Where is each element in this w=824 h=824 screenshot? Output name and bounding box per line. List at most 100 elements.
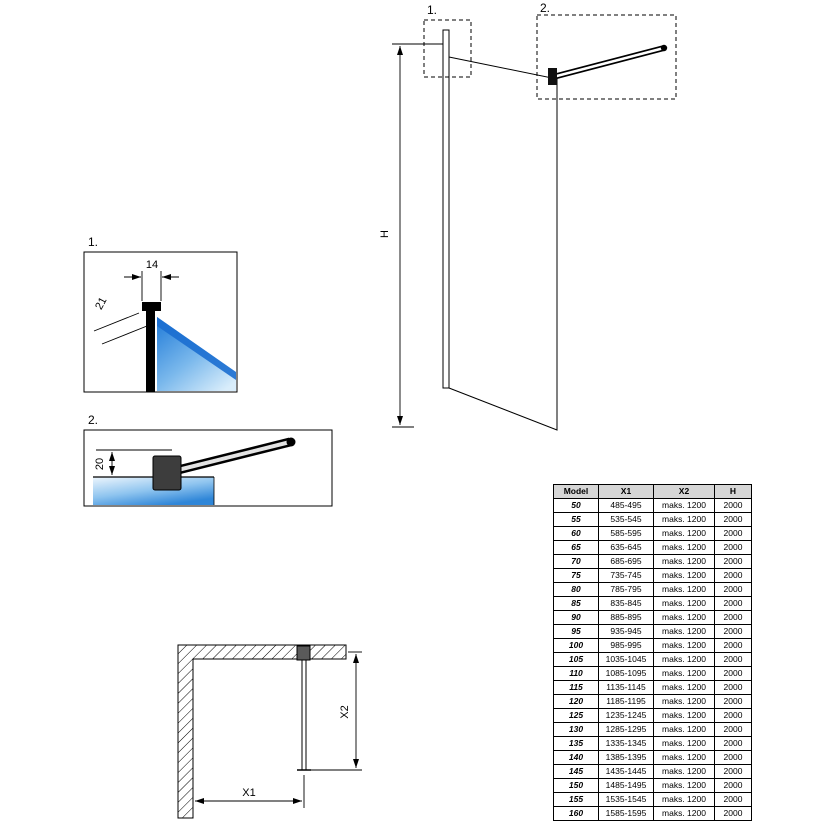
table-cell: 1335-1345 [598,736,654,751]
table-cell: maks. 1200 [653,806,715,821]
table-cell: 1435-1445 [598,764,654,779]
table-cell: maks. 1200 [653,554,715,569]
height-dim-label: H [379,230,391,238]
glass-clamp [152,455,182,491]
table-cell: 2000 [714,806,752,821]
table-cell: maks. 1200 [653,540,715,555]
profile-cap-section [142,302,161,311]
detail1-callout-box [423,19,472,78]
table-cell: maks. 1200 [653,652,715,667]
glass-section-edge [157,317,236,380]
front-view: H 1. 2. [379,1,677,431]
cell-model: 155 [553,792,599,807]
table-cell: 2000 [714,540,752,555]
profile-width-label: 14 [146,259,158,271]
cell-model: 80 [553,582,599,597]
table-cell: maks. 1200 [653,722,715,737]
table-cell: 1585-1595 [598,806,654,821]
cell-model: 115 [553,680,599,695]
table-cell: 485-495 [598,498,654,513]
table-cell: 2000 [714,778,752,793]
detail1-callout-label: 1. [427,3,437,17]
table-cell: 2000 [714,624,752,639]
table-cell: 2000 [714,750,752,765]
table-cell: 2000 [714,708,752,723]
col-header-x2: X2 [653,484,715,499]
table-cell: maks. 1200 [653,792,715,807]
table-cell: maks. 1200 [653,624,715,639]
detail2-frame [83,429,333,507]
x2-dim-label: X2 [339,705,351,718]
support-bar-detail-fill [177,440,291,472]
table-cell: maks. 1200 [653,582,715,597]
bar-wall-end-front [660,44,668,52]
bar-clamp-front [548,68,557,85]
table-cell: 1035-1045 [598,652,654,667]
table-cell: 885-895 [598,610,654,625]
table-cell: maks. 1200 [653,680,715,695]
bar-offset-label: 20 [94,458,106,470]
col-header-model: Model [553,484,599,499]
detail-2: 2. 20 [83,413,333,507]
table-cell: 1385-1395 [598,750,654,765]
profile-plan [296,645,311,661]
table-cell: maks. 1200 [653,778,715,793]
table-cell: 1485-1495 [598,778,654,793]
detail2-label: 2. [88,413,98,427]
detail2-callout-label: 2. [540,1,550,15]
profile-depth-label: 21 [93,295,109,311]
table-cell: maks. 1200 [653,596,715,611]
walls-hatched-plan [177,644,347,819]
profile-body-section [146,311,155,392]
table-cell: 835-845 [598,596,654,611]
table-cell: 535-545 [598,512,654,527]
table-cell: 1135-1145 [598,680,654,695]
cell-model: 150 [553,778,599,793]
table-cell: 1535-1545 [598,792,654,807]
table-cell: 1185-1195 [598,694,654,709]
cell-model: 160 [553,806,599,821]
plan-view: X2 X1 [177,644,362,819]
table-cell: 1285-1295 [598,722,654,737]
table-cell: 2000 [714,498,752,513]
cell-model: 70 [553,554,599,569]
table-cell: maks. 1200 [653,750,715,765]
cell-model: 50 [553,498,599,513]
detail1-label: 1. [88,235,98,249]
table-cell: 2000 [714,736,752,751]
cell-model: 135 [553,736,599,751]
table-cell: maks. 1200 [653,708,715,723]
table-cell: 2000 [714,722,752,737]
table-cell: 2000 [714,680,752,695]
cell-model: 100 [553,638,599,653]
cell-model: 85 [553,596,599,611]
cell-model: 55 [553,512,599,527]
glass-panel-front [448,56,558,431]
table-cell: maks. 1200 [653,568,715,583]
cell-model: 145 [553,764,599,779]
table-cell: maks. 1200 [653,498,715,513]
cell-model: 60 [553,526,599,541]
table-cell: 985-995 [598,638,654,653]
table-cell: 2000 [714,610,752,625]
cell-model: 140 [553,750,599,765]
table-cell: maks. 1200 [653,666,715,681]
table-cell: 2000 [714,526,752,541]
cell-model: 90 [553,610,599,625]
